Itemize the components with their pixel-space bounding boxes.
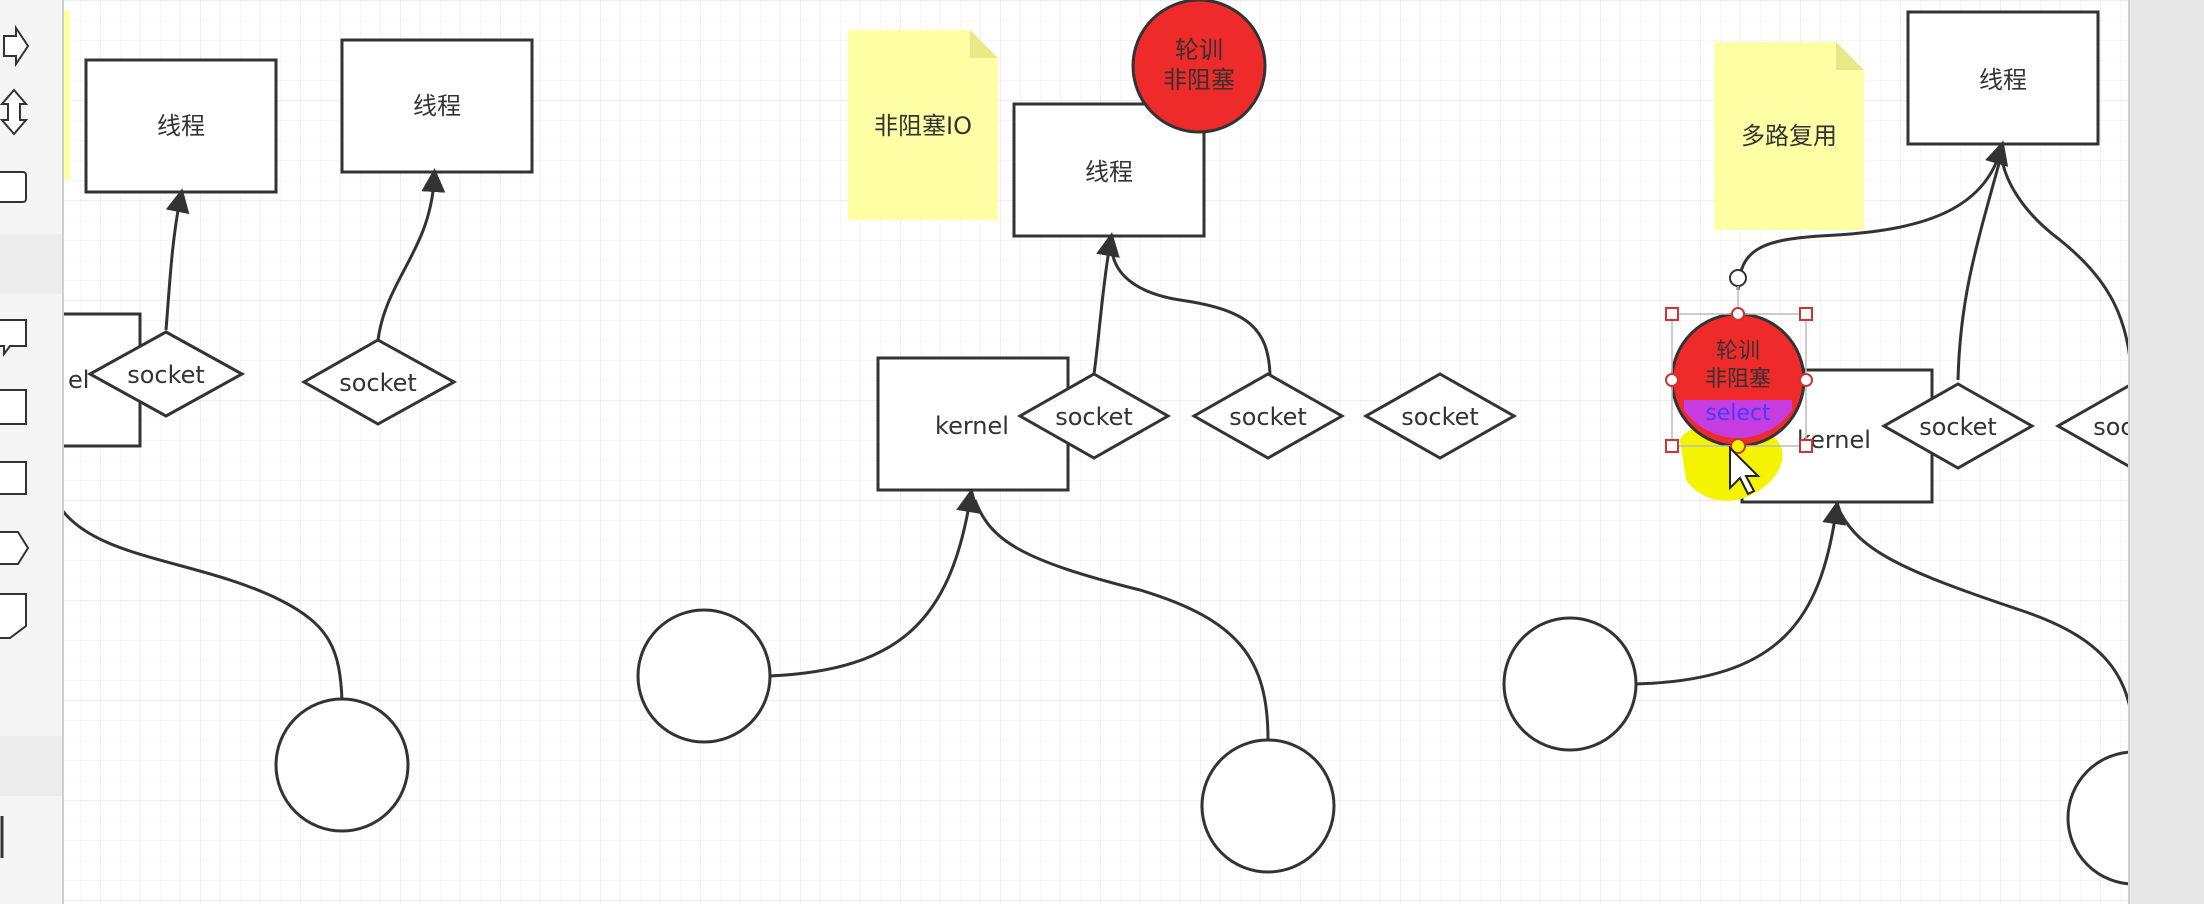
select-label: select: [1705, 401, 1771, 426]
connector-socket-to-thread[interactable]: [376, 168, 446, 341]
socket-diamond[interactable]: socket: [1016, 372, 1172, 460]
shape-palette: [0, 0, 64, 904]
thread-label: 线程: [413, 92, 461, 120]
client-circle[interactable]: [274, 697, 410, 833]
connection-point[interactable]: [1730, 438, 1746, 454]
panel-divider: [0, 234, 62, 294]
connection-point[interactable]: [1665, 373, 1679, 387]
thread-box-left-2[interactable]: 线程: [340, 38, 534, 174]
connector-socket-to-thread[interactable]: [1110, 249, 1272, 375]
socket-label: socket: [127, 361, 205, 389]
connector-client-to-kernel[interactable]: [1635, 500, 1847, 686]
hexagon-icon[interactable]: [0, 531, 30, 565]
thread-label: 线程: [1979, 66, 2027, 94]
double-arrow-icon[interactable]: [0, 88, 29, 136]
note-text: 非阻塞IO: [874, 112, 972, 140]
polling-label-line2: 非阻塞: [1705, 367, 1771, 392]
resize-handle[interactable]: [1665, 307, 1679, 321]
callout-icon[interactable]: [0, 319, 27, 357]
socket-diamond[interactable]: socket: [300, 338, 458, 426]
connector-client-to-kernel[interactable]: [769, 488, 980, 678]
client-circle[interactable]: [1200, 738, 1336, 874]
socket-label: socket: [1229, 403, 1307, 431]
rectangle-icon[interactable]: [0, 171, 27, 203]
polling-label-line1: 轮训: [1716, 339, 1760, 364]
polling-label-line2: 非阻塞: [1163, 66, 1235, 94]
connector-socket-to-thread[interactable]: [1092, 232, 1120, 375]
shape-palette-icons: [0, 24, 62, 858]
socket-diamond[interactable]: socket: [86, 330, 246, 418]
connection-point[interactable]: [1799, 373, 1813, 387]
thread-label: 线程: [157, 112, 205, 140]
connector-client-to-kernel[interactable]: [60, 509, 344, 701]
sticky-note-nonblocking-io[interactable]: 非阻塞IO: [848, 30, 998, 220]
kernel-label: kernel: [935, 412, 1009, 440]
mouse-cursor-icon: [1729, 445, 1761, 496]
select-polling-circle[interactable]: 轮训 非阻塞 select: [1670, 312, 1806, 448]
square-icon[interactable]: [0, 461, 27, 495]
socket-label: socket: [339, 369, 417, 397]
client-circle[interactable]: [636, 608, 772, 744]
sticky-note-partial[interactable]: [62, 10, 70, 180]
kernel-box-middle[interactable]: kernel: [876, 356, 1070, 492]
right-scroll-panel[interactable]: [2128, 0, 2204, 904]
socket-label: socket: [1401, 403, 1479, 431]
socket-diamond[interactable]: socket: [1880, 382, 2036, 470]
polling-nonblocking-circle[interactable]: 轮训 非阻塞: [1131, 0, 1267, 134]
client-circle[interactable]: [1502, 616, 1638, 752]
panel-divider: [0, 736, 62, 796]
socket-diamond[interactable]: socket: [1190, 372, 1346, 460]
connector-select-to-thread[interactable]: [1736, 140, 2009, 291]
thread-label: 线程: [1085, 158, 1133, 186]
resize-handle[interactable]: [1665, 439, 1679, 453]
selection-frame[interactable]: [1665, 269, 1813, 454]
polling-label-line1: 轮训: [1175, 36, 1223, 64]
thread-box-right[interactable]: 线程: [1906, 10, 2100, 146]
note-text: 多路复用: [1741, 122, 1837, 150]
kernel-label-partial: el: [68, 366, 89, 394]
sticky-note-multiplexing[interactable]: 多路复用: [1714, 42, 1864, 230]
socket-label: socket: [1055, 403, 1133, 431]
rotate-handle[interactable]: [1729, 269, 1747, 287]
connector-socket-to-thread[interactable]: [164, 188, 190, 331]
socket-diamond[interactable]: socket: [1362, 372, 1518, 460]
resize-handle[interactable]: [1799, 439, 1813, 453]
resize-handle[interactable]: [1799, 307, 1813, 321]
arrow-right-icon[interactable]: [3, 24, 30, 68]
connection-point[interactable]: [1731, 307, 1745, 321]
connector-client-to-kernel[interactable]: [973, 499, 1270, 741]
connector-client-to-kernel[interactable]: [1838, 511, 2136, 751]
card-icon[interactable]: [0, 389, 27, 425]
socket-label: socket: [1919, 413, 1997, 441]
connector-socket-to-thread[interactable]: [1956, 159, 2002, 381]
thread-box-left-1[interactable]: 线程: [84, 58, 278, 194]
connector-socket-to-thread[interactable]: [2000, 159, 2134, 385]
shield-icon[interactable]: [0, 593, 27, 639]
